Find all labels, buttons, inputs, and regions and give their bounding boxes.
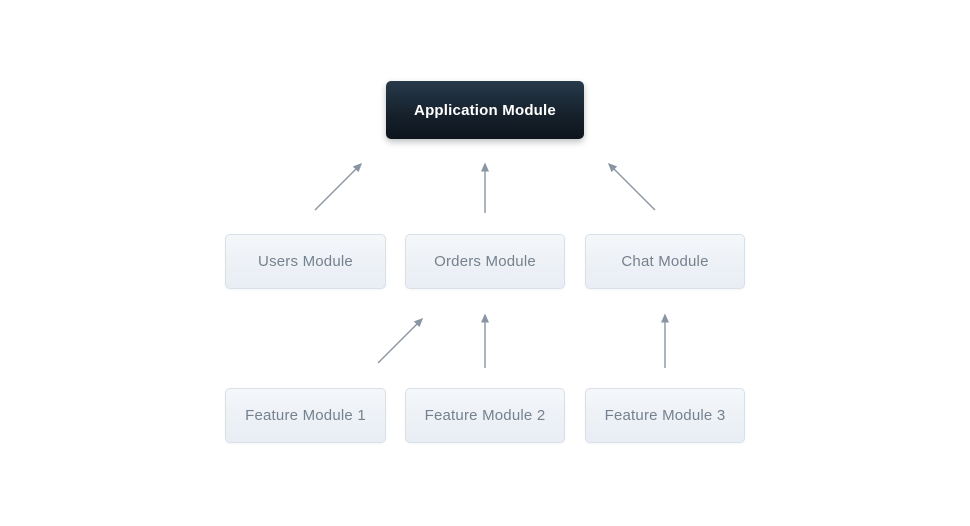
- node-chat-label: Chat Module: [621, 253, 709, 270]
- node-feature2: Feature Module 2: [405, 388, 565, 443]
- node-chat: Chat Module: [585, 234, 745, 289]
- arrow-users-to-application: [314, 162, 363, 211]
- node-feature1-label: Feature Module 1: [245, 407, 366, 424]
- node-users-label: Users Module: [258, 253, 353, 270]
- node-feature1: Feature Module 1: [225, 388, 386, 443]
- node-feature3: Feature Module 3: [585, 388, 745, 443]
- arrow-chat-to-application: [607, 162, 656, 211]
- node-application: Application Module: [386, 81, 584, 139]
- node-users: Users Module: [225, 234, 386, 289]
- node-application-label: Application Module: [414, 101, 556, 119]
- node-orders-label: Orders Module: [434, 253, 536, 270]
- node-orders: Orders Module: [405, 234, 565, 289]
- node-feature2-label: Feature Module 2: [424, 407, 546, 424]
- node-feature3-label: Feature Module 3: [604, 407, 726, 424]
- arrow-feature1-to-orders: [377, 317, 424, 364]
